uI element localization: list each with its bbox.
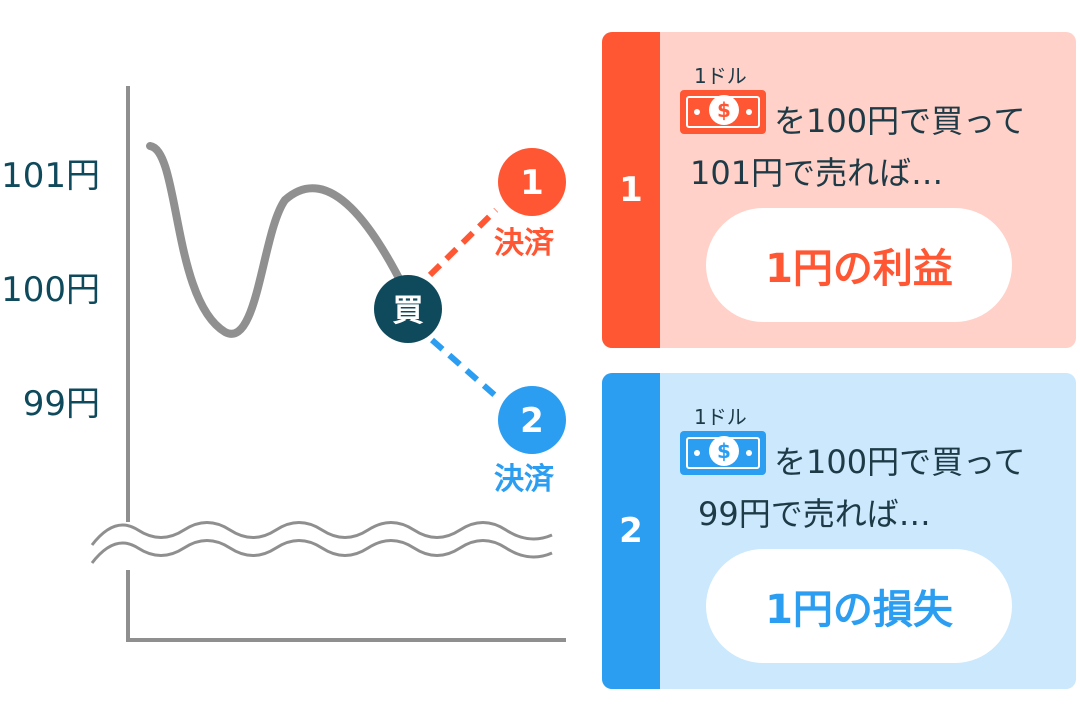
settle-2-label: 決済 [494, 462, 554, 497]
y-label-99: 99円 [22, 384, 100, 424]
card-2-result: 1円の損失 [706, 549, 1012, 663]
scenario-card-loss: 2 1ドル $ を100円で買って 99円で売れば… 1円の損失 [602, 373, 1076, 689]
buy-marker-label: 買 [393, 293, 424, 329]
price-chart: 買 1 2 [90, 86, 570, 642]
settle-1-number: 1 [520, 163, 544, 203]
card-1-number: 1 [602, 32, 660, 348]
card-2-number: 2 [602, 373, 660, 689]
scenario-card-profit: 1 1ドル $ を100円で買って 101円で売れば… 1円の利益 [602, 32, 1076, 348]
dollar-bill-icon: $ [680, 90, 766, 134]
card-2-unit-label: 1ドル [694, 405, 747, 429]
card-1-result: 1円の利益 [706, 208, 1012, 322]
settle-2-number: 2 [520, 401, 544, 441]
settle-1-dashed-line [427, 207, 499, 278]
dollar-bill-icon: $ [680, 431, 766, 475]
card-1-text-line2: 101円で売れば… [690, 154, 944, 192]
y-label-100: 100円 [1, 270, 100, 310]
card-1-unit-label: 1ドル [694, 64, 747, 88]
axis-break-wave-top [90, 521, 553, 546]
price-curve [146, 142, 409, 338]
card-2-text-line1: を100円で買って [774, 443, 1026, 481]
settle-2-dashed-line [430, 337, 500, 401]
settle-1-label: 決済 [494, 226, 554, 261]
y-label-101: 101円 [1, 156, 100, 196]
axis-break-mask [90, 522, 570, 570]
settle-1-marker [498, 148, 566, 216]
settle-2-marker [498, 386, 566, 454]
axis-break-wave-bottom [90, 539, 553, 564]
card-2-text-line2: 99円で売れば… [698, 495, 931, 533]
card-1-text-line1: を100円で買って [774, 102, 1026, 140]
buy-marker [374, 275, 442, 343]
